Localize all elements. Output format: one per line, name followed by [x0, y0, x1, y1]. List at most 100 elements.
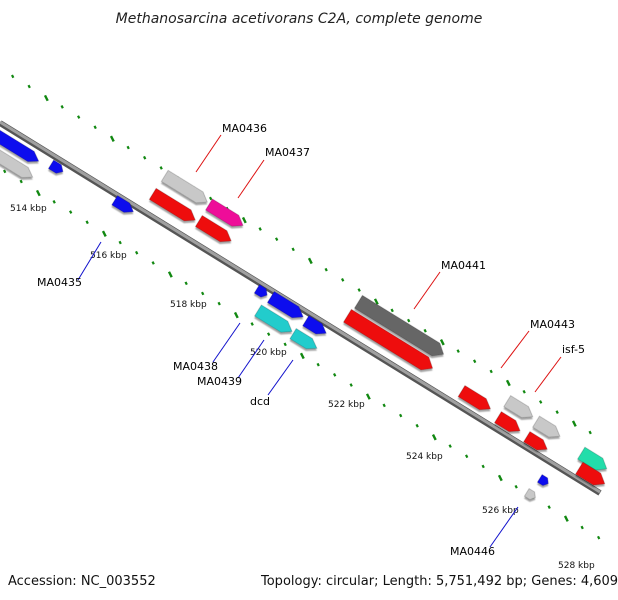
- leader-line: [237, 339, 265, 379]
- tick-mark: [11, 74, 15, 79]
- gene-arrow[interactable]: [575, 461, 609, 490]
- leader-line: [212, 322, 241, 363]
- tick-mark: [118, 240, 122, 245]
- gene-arrow[interactable]: [457, 384, 494, 415]
- accession-text: Accession: NC_003552: [8, 574, 156, 589]
- gene-arrow[interactable]: [254, 304, 296, 337]
- tick-mark: [399, 413, 403, 418]
- gene-arrow[interactable]: [536, 473, 550, 488]
- tick-label: 524 kbp: [406, 452, 443, 462]
- tick-mark: [489, 369, 493, 374]
- gene-arrow[interactable]: [148, 187, 198, 225]
- tick-mark: [563, 515, 569, 522]
- tick-mark: [109, 135, 115, 142]
- gene-arrow[interactable]: [289, 327, 320, 354]
- tick-mark: [539, 400, 543, 404]
- tick-mark: [431, 434, 437, 441]
- gene-label-ma0437[interactable]: MA0437: [265, 146, 310, 159]
- tick-mark: [522, 389, 526, 394]
- tick-mark: [423, 328, 427, 333]
- tick-mark: [184, 281, 188, 286]
- tick-mark: [299, 352, 305, 360]
- gene-arrow[interactable]: [523, 487, 537, 502]
- gene-arrow[interactable]: [577, 446, 611, 475]
- gene-label-ma0443[interactable]: MA0443: [530, 318, 575, 331]
- gene-label-ma0435[interactable]: MA0435: [37, 276, 82, 289]
- tick-mark: [481, 464, 485, 469]
- tick-mark: [407, 318, 411, 323]
- tick-label: 520 kbp: [250, 348, 287, 358]
- tick-mark: [69, 210, 73, 214]
- backbone: [0, 120, 602, 496]
- map-title: Methanosarcina acetivorans C2A, complete…: [116, 11, 483, 27]
- tick-mark: [588, 430, 592, 435]
- gene-arrow[interactable]: [194, 214, 234, 246]
- tick-mark: [135, 250, 139, 255]
- gene-label-ma0436[interactable]: MA0436: [222, 122, 267, 135]
- leader-line: [195, 134, 222, 173]
- gene-arrow[interactable]: [0, 125, 42, 167]
- gene-arrow[interactable]: [493, 411, 524, 437]
- tick-mark: [439, 339, 445, 346]
- tick-mark: [241, 216, 247, 224]
- tick-mark: [505, 379, 511, 387]
- tick-mark: [93, 125, 97, 130]
- tick-mark: [85, 220, 89, 225]
- tick-mark: [597, 535, 601, 540]
- tick-mark: [357, 288, 361, 292]
- tick-mark: [497, 474, 503, 482]
- tick-mark: [159, 166, 163, 170]
- tick-mark: [27, 84, 31, 89]
- tick-mark: [283, 342, 287, 347]
- tick-label: 526 kbp: [482, 506, 519, 516]
- tick-mark: [316, 362, 320, 367]
- tick-mark: [101, 230, 107, 237]
- gene-arrow[interactable]: [0, 141, 36, 183]
- tick-mark: [291, 247, 295, 252]
- gene-arrow[interactable]: [160, 169, 210, 207]
- tick-mark: [349, 383, 353, 387]
- tick-mark: [77, 115, 81, 119]
- tick-mark: [341, 278, 345, 282]
- gene-arrow[interactable]: [302, 315, 330, 339]
- gene-labels: MA0436 MA0437 MA0435 MA0441 MA0443 isf-5…: [37, 122, 585, 558]
- tick-mark: [571, 420, 577, 427]
- tick-mark: [217, 301, 221, 306]
- tick-mark: [390, 308, 394, 313]
- gene-label-dcd[interactable]: dcd: [250, 395, 270, 408]
- gene-arrow[interactable]: [111, 194, 136, 217]
- gene-arrow[interactable]: [342, 308, 437, 374]
- tick-mark: [43, 94, 49, 102]
- tick-mark: [382, 403, 386, 408]
- tick-label: 516 kbp: [90, 251, 127, 261]
- tick-mark: [324, 267, 328, 272]
- tick-label: 522 kbp: [328, 400, 365, 410]
- tick-mark: [52, 200, 56, 204]
- gene-arrow[interactable]: [532, 415, 564, 442]
- gene-arrow[interactable]: [503, 395, 536, 423]
- genome-map: Methanosarcina acetivorans C2A, complete…: [0, 11, 608, 571]
- genes: [0, 125, 611, 502]
- tick-mark: [448, 444, 452, 448]
- gene-label-ma0439[interactable]: MA0439: [197, 375, 242, 388]
- leader-line: [77, 241, 102, 281]
- gene-label-ma0438[interactable]: MA0438: [173, 360, 218, 373]
- tick-mark: [233, 311, 239, 319]
- tick-mark: [473, 359, 477, 364]
- tick-mark: [258, 227, 262, 231]
- tick-mark: [373, 298, 379, 305]
- leader-line: [267, 359, 294, 396]
- gene-arrow[interactable]: [523, 431, 551, 455]
- leader-lines: [77, 134, 562, 548]
- gene-label-isf-5[interactable]: isf-5: [562, 343, 585, 356]
- tick-mark: [333, 373, 337, 377]
- gene-arrow[interactable]: [253, 284, 269, 300]
- gene-label-ma0441[interactable]: MA0441: [441, 259, 486, 272]
- gene-arrow[interactable]: [47, 159, 65, 176]
- gene-arrow[interactable]: [353, 294, 448, 360]
- gene-arrow[interactable]: [266, 290, 306, 322]
- gene-arrow[interactable]: [205, 198, 247, 231]
- tick-mark: [250, 322, 254, 326]
- gene-label-ma0446[interactable]: MA0446: [450, 545, 495, 558]
- tick-mark: [126, 145, 130, 150]
